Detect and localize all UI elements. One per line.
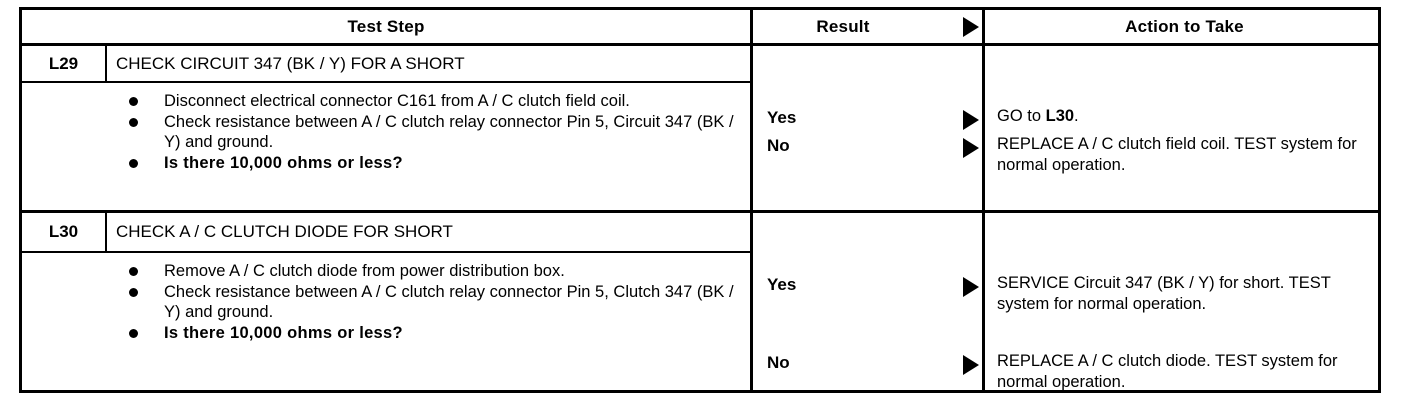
bullet-text: Disconnect electrical connector C161 fro… xyxy=(164,92,630,110)
action-text: GO to xyxy=(997,107,1046,125)
bullet-dot-icon xyxy=(129,159,138,168)
action-text: REPLACE A / C clutch diode. TEST system … xyxy=(997,352,1338,391)
bullet-text: Remove A / C clutch diode from power dis… xyxy=(164,262,565,280)
bullet-item: Remove A / C clutch diode from power dis… xyxy=(116,261,736,281)
action-l29-yes: GO to L30. xyxy=(997,106,1377,127)
header-test-step: Test Step xyxy=(347,16,425,36)
bullet-item: Is there 10,000 ohms or less? xyxy=(116,323,736,343)
triangle-right-icon xyxy=(963,138,979,158)
result-no-l30: No xyxy=(767,353,790,372)
action-l30-yes: SERVICE Circuit 347 (BK / Y) for short. … xyxy=(997,273,1377,315)
step-id-divider-l29 xyxy=(105,43,107,81)
step-id-l29: L29 xyxy=(48,54,79,73)
action-l30-no: REPLACE A / C clutch diode. TEST system … xyxy=(997,351,1377,393)
bullet-item: Is there 10,000 ohms or less? xyxy=(116,153,736,173)
result-no-l29: No xyxy=(767,136,790,155)
header-result: Result xyxy=(816,16,870,36)
action-text: SERVICE Circuit 347 (BK / Y) for short. … xyxy=(997,274,1331,313)
bullet-text-question: Is there 10,000 ohms or less? xyxy=(164,324,403,342)
header-divider xyxy=(22,43,1378,46)
bullet-dot-icon xyxy=(129,118,138,127)
bullet-dot-icon xyxy=(129,288,138,297)
bullet-text-question: Is there 10,000 ohms or less? xyxy=(164,154,403,172)
column-divider-result xyxy=(750,10,753,390)
bullet-dot-icon xyxy=(129,329,138,338)
triangle-right-icon xyxy=(963,17,979,37)
bullet-item: Check resistance between A / C clutch re… xyxy=(116,282,736,322)
pinpoint-test-table: Test Step Result Action to Take L29 CHEC… xyxy=(19,7,1381,393)
bullet-text: Check resistance between A / C clutch re… xyxy=(164,113,734,151)
step-id-l30: L30 xyxy=(48,222,79,241)
bullet-item: Disconnect electrical connector C161 fro… xyxy=(116,91,736,111)
step-id-divider-l30 xyxy=(105,210,107,251)
triangle-right-icon xyxy=(963,110,979,130)
step-bullets-l30: Remove A / C clutch diode from power dis… xyxy=(116,261,736,344)
bullet-dot-icon xyxy=(129,97,138,106)
step-title-l29: CHECK CIRCUIT 347 (BK / Y) FOR A SHORT xyxy=(116,54,465,73)
action-text-suffix: . xyxy=(1074,107,1079,125)
step-title-l30: CHECK A / C CLUTCH DIODE FOR SHORT xyxy=(116,222,453,241)
action-bold-ref: L30 xyxy=(1045,107,1075,125)
bullet-dot-icon xyxy=(129,267,138,276)
step-title-divider-l30 xyxy=(22,251,750,253)
step-title-divider-l29 xyxy=(22,81,750,83)
triangle-right-icon xyxy=(963,355,979,375)
action-text: REPLACE A / C clutch field coil. TEST sy… xyxy=(997,135,1357,174)
triangle-right-icon xyxy=(963,277,979,297)
header-action-to-take: Action to Take xyxy=(1125,16,1244,36)
column-divider-action xyxy=(982,10,985,390)
step-bullets-l29: Disconnect electrical connector C161 fro… xyxy=(116,91,736,174)
action-l29-no: REPLACE A / C clutch field coil. TEST sy… xyxy=(997,134,1377,176)
bullet-item: Check resistance between A / C clutch re… xyxy=(116,112,736,152)
result-yes-l30: Yes xyxy=(767,275,797,294)
result-yes-l29: Yes xyxy=(767,108,797,127)
step-section-divider xyxy=(22,210,1378,213)
bullet-text: Check resistance between A / C clutch re… xyxy=(164,283,734,321)
